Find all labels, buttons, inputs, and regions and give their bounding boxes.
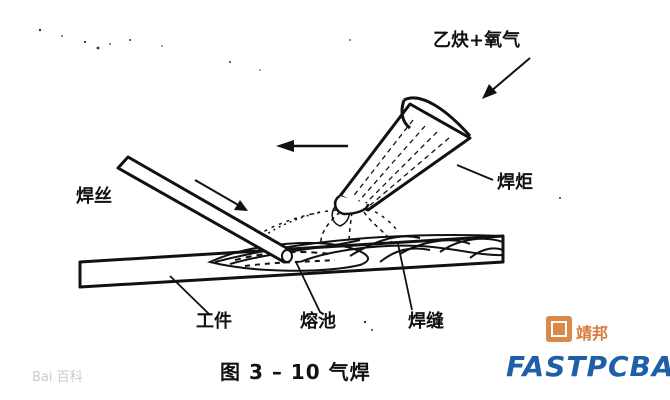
weld-seam-label: 焊缝 (408, 311, 444, 332)
gas-inlet-arrow (482, 57, 531, 99)
weld-seam (214, 234, 504, 265)
scan-noise (38, 28, 561, 331)
wire-feed-arrow (194, 179, 248, 211)
logo-cn-text: 靖邦 (576, 324, 609, 343)
filler-wire-label: 焊丝 (76, 186, 112, 207)
welding-direction-arrow (276, 140, 348, 152)
figure-caption: 图 3 – 10 气焊 (220, 360, 371, 384)
leader-lines (169, 164, 494, 316)
gas-mix-label: 乙炔+氧气 (433, 30, 521, 51)
baidu-watermark: Bai 百科 (32, 370, 83, 385)
logo-en-text: FASTPCBA (506, 350, 670, 383)
workpiece-label: 工件 (196, 311, 232, 332)
torch-label: 焊炬 (497, 172, 533, 193)
workpiece-plate (78, 234, 505, 289)
torch (333, 96, 472, 216)
logo-stamp-icon (546, 316, 572, 342)
filler-wire (116, 155, 293, 264)
fastpcba-logo: 靖邦 FASTPCBA (506, 308, 670, 388)
molten-pool-label: 熔池 (300, 311, 336, 332)
